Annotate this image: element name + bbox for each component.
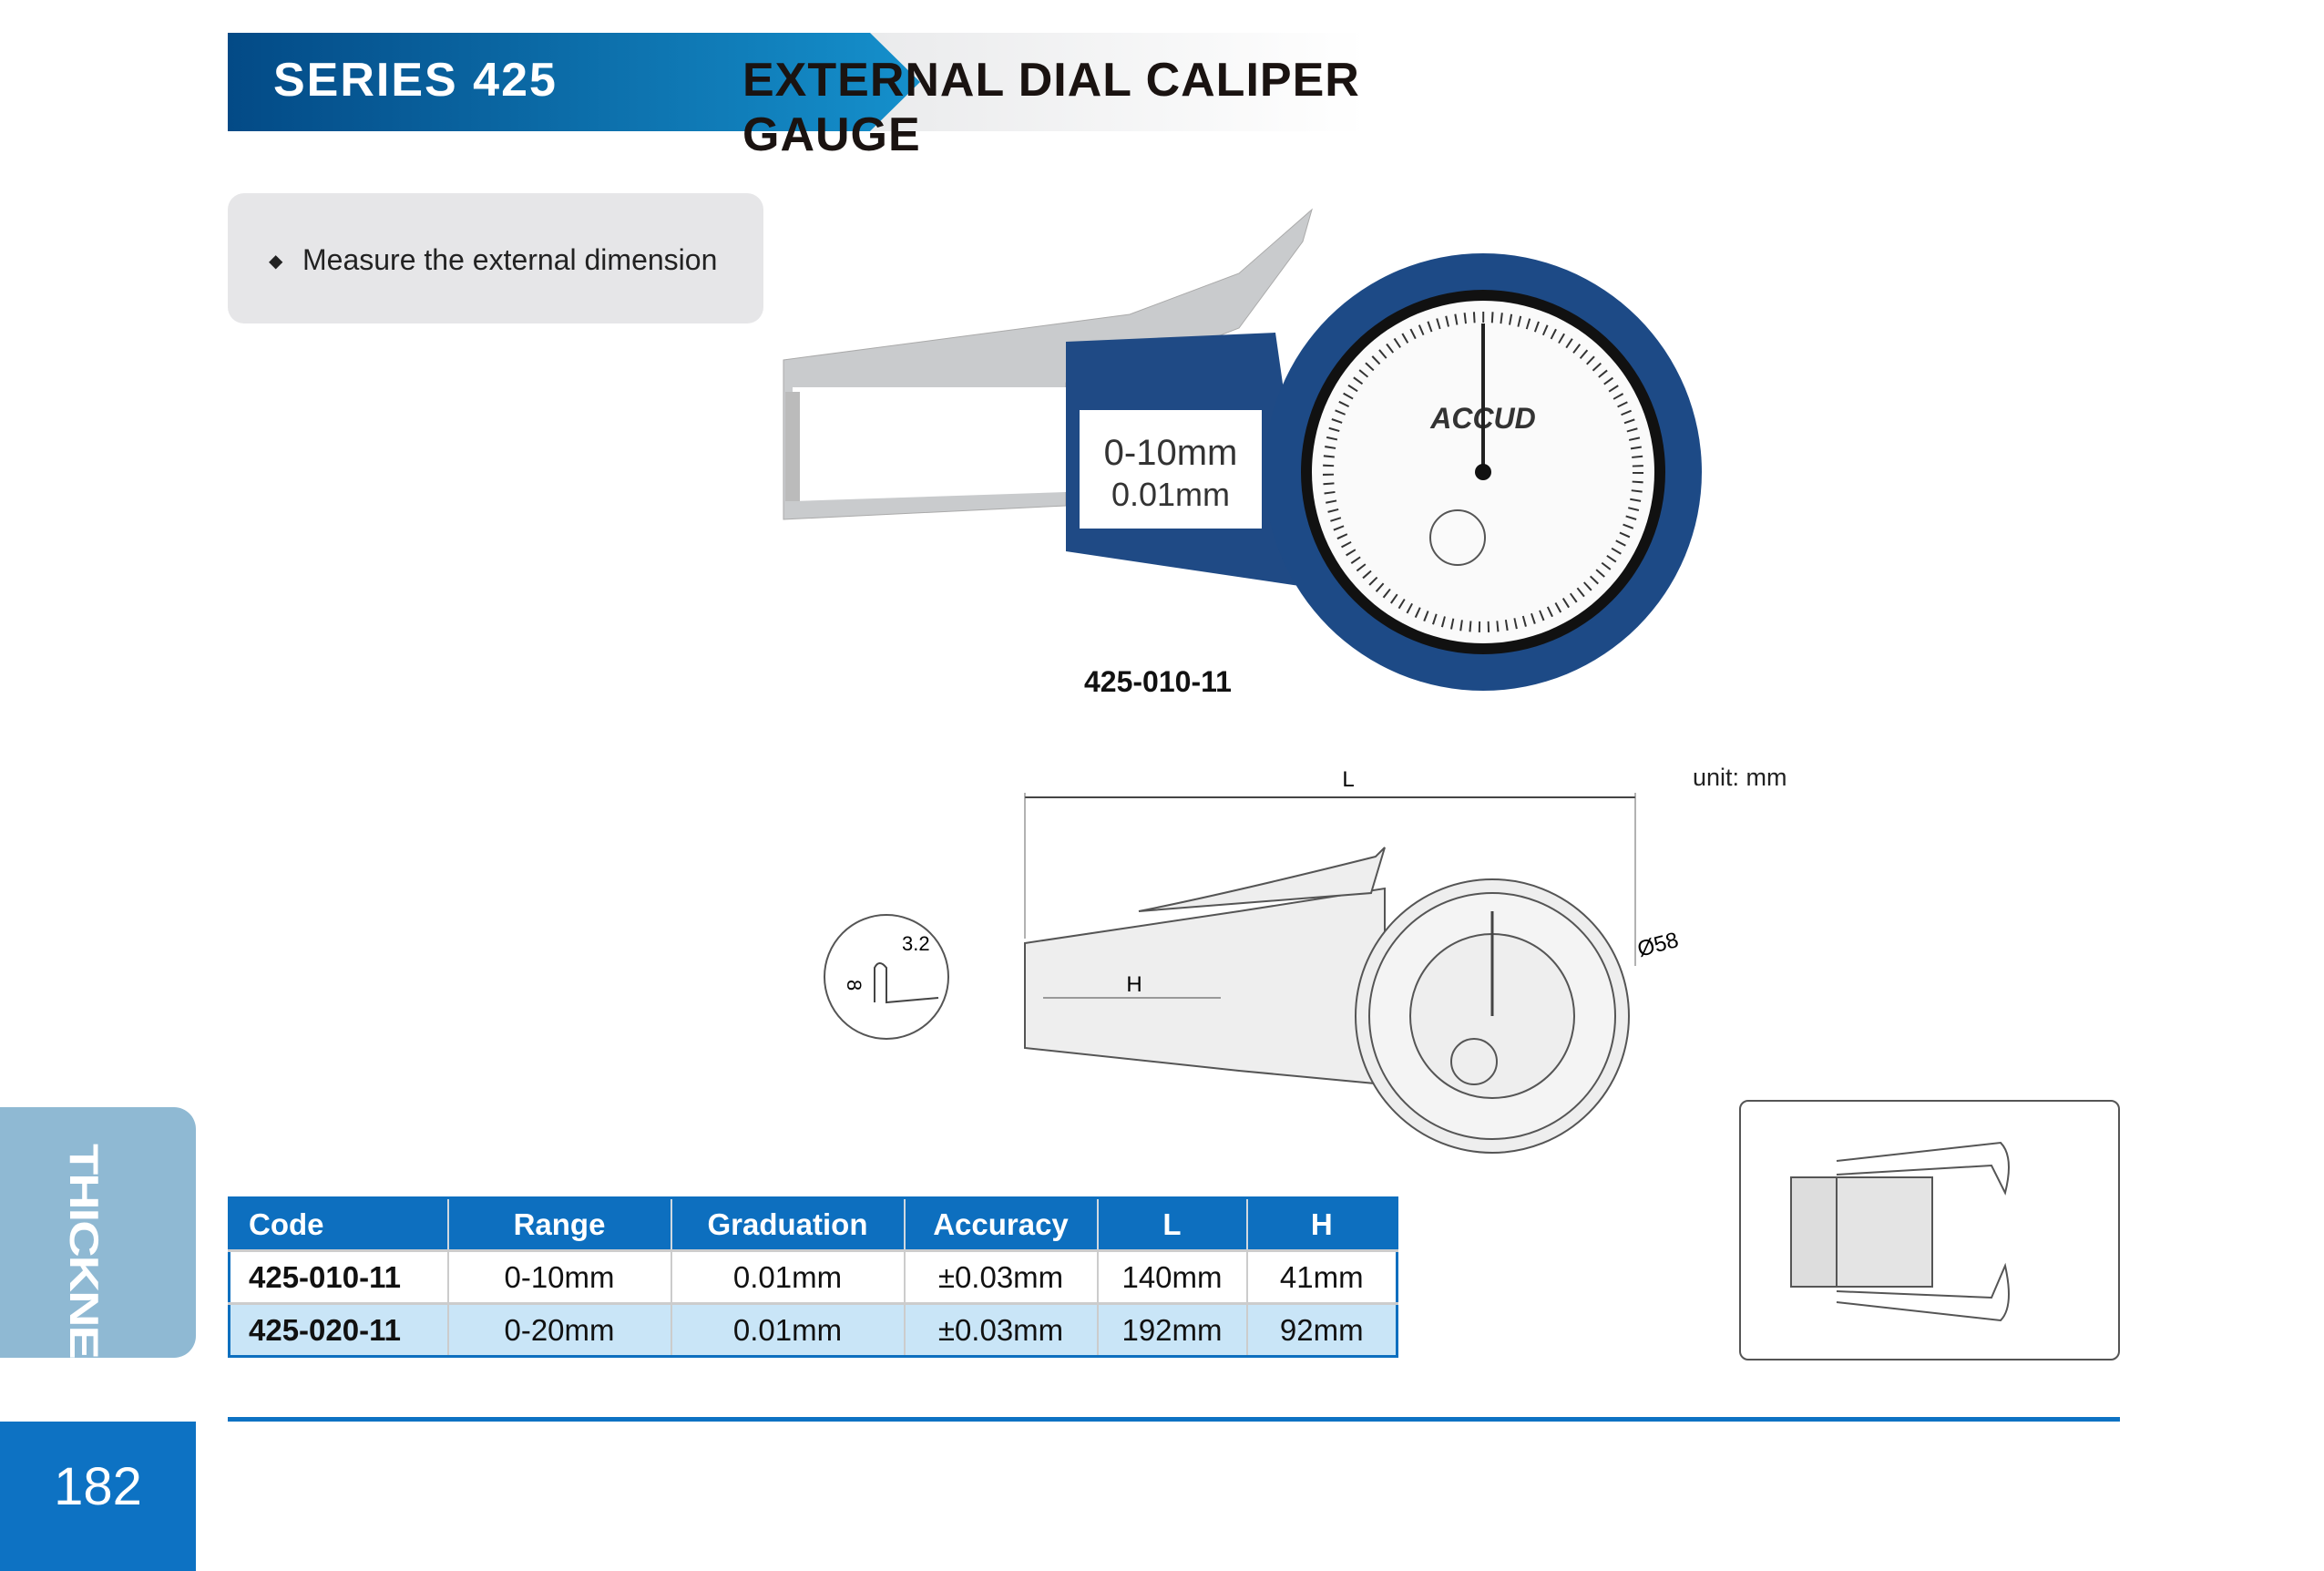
label-range: 0-10mm	[1104, 433, 1238, 473]
table-header-row: Code Range Graduation Accuracy L H	[229, 1197, 1398, 1251]
cell: 0.01mm	[671, 1302, 906, 1357]
section-tab: THICKNESS	[0, 1107, 196, 1422]
unit-label: unit: mm	[1693, 764, 1787, 791]
series-label: SERIES 425	[273, 54, 558, 107]
diameter-label: Ø58	[1635, 928, 1682, 962]
dim-l-label: L	[1342, 767, 1354, 792]
series-badge: SERIES 425	[228, 33, 920, 131]
column-header: L	[1097, 1197, 1248, 1251]
cell: ±0.03mm	[904, 1249, 1099, 1304]
label-graduation: 0.01mm	[1111, 476, 1230, 513]
header-banner: SERIES 425 EXTERNAL DIAL CALIPER GAUGE	[228, 33, 1367, 161]
column-header: Range	[447, 1197, 672, 1251]
product-model: 425-010-11	[1084, 665, 1232, 698]
detail-height-label: 8	[843, 980, 865, 991]
cell: 0-20mm	[447, 1302, 672, 1357]
cell: ±0.03mm	[904, 1302, 1099, 1357]
column-header: H	[1246, 1197, 1398, 1251]
footer-divider	[228, 1417, 2120, 1422]
cell: 0-10mm	[447, 1249, 672, 1304]
section-tab-label: THICKNESS	[61, 1144, 107, 1422]
column-header: Code	[229, 1197, 449, 1251]
cell: 192mm	[1097, 1302, 1248, 1357]
page-number: 182	[0, 1422, 196, 1571]
cell: 0.01mm	[671, 1249, 906, 1304]
cell: 425-020-11	[229, 1302, 449, 1357]
range-label	[1080, 410, 1262, 529]
table-row: 425-010-11 0-10mm 0.01mm ±0.03mm 140mm 4…	[229, 1249, 1398, 1304]
detail-width-label: 3.2	[902, 932, 930, 955]
cell: 92mm	[1246, 1302, 1398, 1357]
bullet-icon: ◆	[269, 252, 283, 272]
feature-item: Measure the external dimension	[302, 243, 718, 276]
technical-drawing: L H Ø58 3.2 8	[824, 767, 1682, 1154]
cell: 41mm	[1246, 1249, 1398, 1304]
cell: 425-010-11	[229, 1249, 449, 1304]
column-header: Accuracy	[904, 1197, 1099, 1251]
cell: 140mm	[1097, 1249, 1248, 1304]
dim-h-label: H	[1126, 972, 1142, 997]
product-photo: 0-10mm 0.01mm ACCUD	[783, 208, 1702, 691]
table-row: 425-020-11 0-20mm 0.01mm ±0.03mm 192mm 9…	[229, 1302, 1398, 1357]
spec-table: Code Range Graduation Accuracy L H 425-0…	[228, 1196, 1398, 1358]
page-title: EXTERNAL DIAL CALIPER GAUGE	[742, 54, 1360, 161]
feature-box: ◆ Measure the external dimension	[228, 193, 763, 323]
usage-diagram	[1739, 1100, 2120, 1361]
column-header: Graduation	[671, 1197, 906, 1251]
